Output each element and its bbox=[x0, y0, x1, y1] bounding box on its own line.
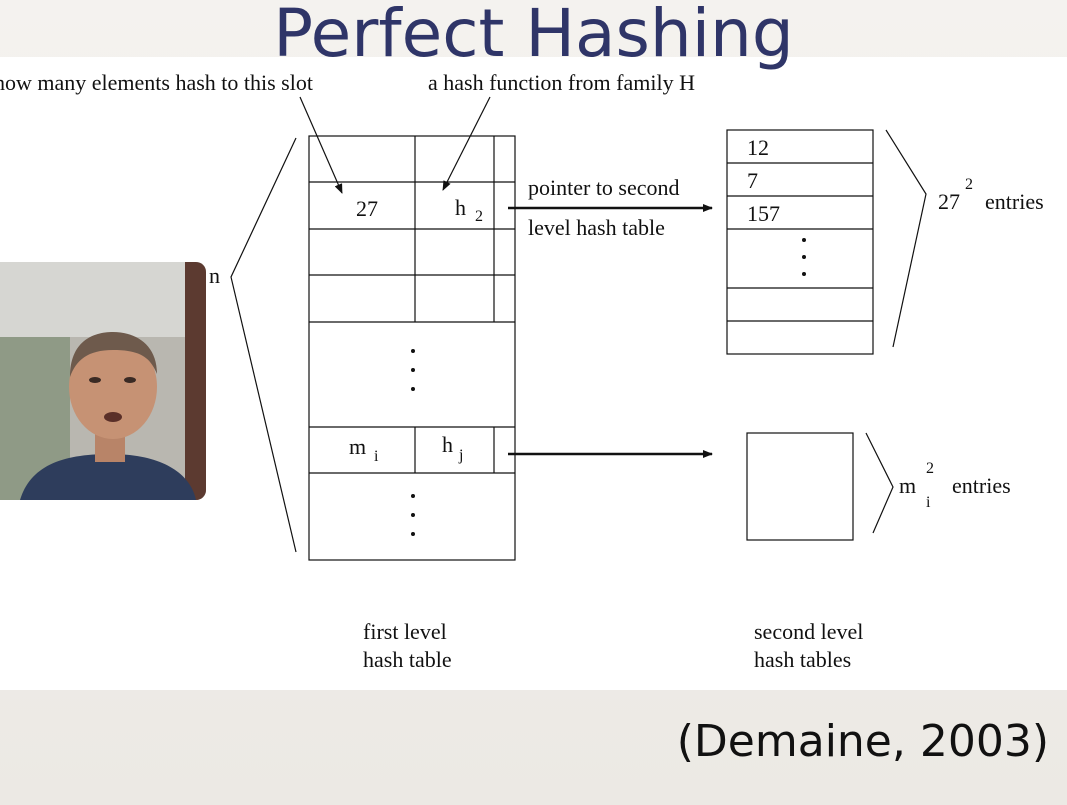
second-table-bottom-brace bbox=[865, 432, 894, 534]
annotation-arrow-hash bbox=[442, 96, 491, 191]
second-level-table-bottom bbox=[746, 432, 854, 541]
vertical-ellipsis-second bbox=[802, 238, 806, 276]
first-level-table bbox=[308, 135, 516, 561]
first-table-m-letter: m bbox=[349, 434, 366, 459]
annotation-arrow-slot bbox=[299, 96, 343, 194]
bottom-size-base: m bbox=[899, 473, 916, 498]
label-n: n bbox=[209, 263, 220, 288]
second-tables-caption-line1: second level bbox=[754, 619, 863, 644]
bottom-size-subscript: i bbox=[926, 494, 931, 511]
first-table-hj-subscript: j bbox=[458, 447, 463, 464]
webcam-overlay bbox=[0, 262, 206, 500]
annotation-hash-function: a hash function from family H bbox=[428, 70, 695, 95]
second-table-cell-1: 12 bbox=[747, 135, 769, 160]
first-table-caption-line2: hash table bbox=[363, 647, 452, 672]
top-size-suffix: entries bbox=[985, 189, 1044, 214]
second-table-cell-2: 7 bbox=[747, 168, 758, 193]
annotation-slot-count: how many elements hash to this slot bbox=[0, 70, 313, 95]
first-table-brace bbox=[230, 137, 297, 553]
first-table-count-cell: 27 bbox=[356, 196, 378, 221]
second-table-cell-3: 157 bbox=[747, 201, 780, 226]
second-table-top-brace bbox=[885, 129, 927, 348]
first-table-m-subscript: i bbox=[374, 448, 379, 465]
vertical-ellipsis-first-upper bbox=[411, 349, 415, 391]
first-table-hash-subscript: 2 bbox=[475, 208, 483, 225]
first-table-hj-letter: h bbox=[442, 432, 453, 457]
top-size-base: 27 bbox=[938, 189, 960, 214]
citation: (Demaine, 2003) bbox=[676, 716, 1049, 767]
pointer-label-line1: pointer to second bbox=[528, 175, 680, 200]
second-tables-caption-line2: hash tables bbox=[754, 647, 851, 672]
presenter-avatar bbox=[0, 262, 206, 500]
second-level-table-top bbox=[726, 129, 874, 355]
bottom-size-exponent: 2 bbox=[926, 460, 934, 477]
bottom-size-suffix: entries bbox=[952, 473, 1011, 498]
pointer-label-line2: level hash table bbox=[528, 215, 665, 240]
vertical-ellipsis-first-lower bbox=[411, 494, 415, 536]
first-table-hash-letter: h bbox=[455, 195, 466, 220]
top-size-exponent: 2 bbox=[965, 176, 973, 193]
first-table-caption-line1: first level bbox=[363, 619, 447, 644]
slide-title: Perfect Hashing bbox=[273, 0, 794, 72]
